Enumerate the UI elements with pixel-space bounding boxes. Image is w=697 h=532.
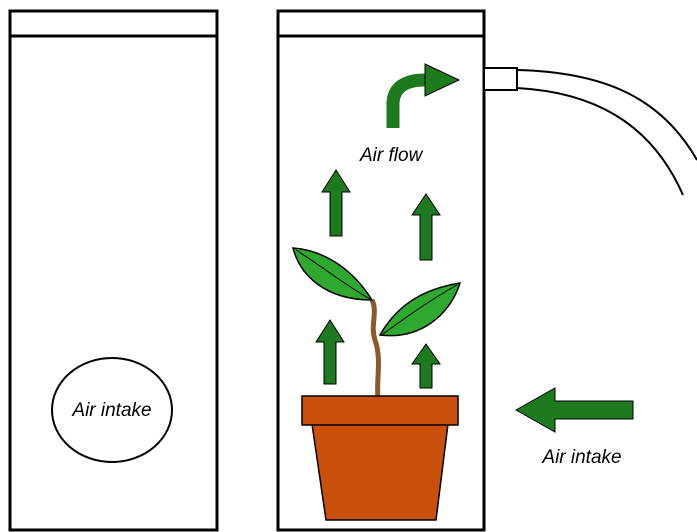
curved-arrow-shaft <box>386 73 426 128</box>
plant-pot <box>301 395 459 521</box>
upward-arrow-3 <box>315 319 345 385</box>
right-leaf <box>378 282 462 337</box>
tube-connector <box>483 67 518 91</box>
upward-arrow-2 <box>411 193 441 261</box>
left-leaf-vein <box>295 249 371 300</box>
side-air-intake-label: Air intake <box>541 447 621 468</box>
exhaust-tube <box>483 67 697 196</box>
pot-body <box>311 423 449 521</box>
curved-arrow-head <box>424 63 461 97</box>
tube-upper-edge <box>516 69 697 161</box>
pot-rim <box>301 395 459 426</box>
plant-stem <box>369 298 381 399</box>
upward-arrow-4 <box>411 343 441 389</box>
air-flow-curved-arrow <box>386 63 461 128</box>
plant <box>292 247 462 399</box>
tube-lower-edge <box>516 87 684 196</box>
front-air-intake-opening <box>51 357 173 463</box>
right-leaf-vein <box>382 284 458 335</box>
air-flow-label: Air flow <box>359 145 424 166</box>
front-view-chamber: Air intake <box>8 9 219 532</box>
front-air-intake-label: Air intake <box>71 400 151 421</box>
side-air-intake-arrow <box>514 387 634 433</box>
upward-arrow-1 <box>321 169 351 237</box>
